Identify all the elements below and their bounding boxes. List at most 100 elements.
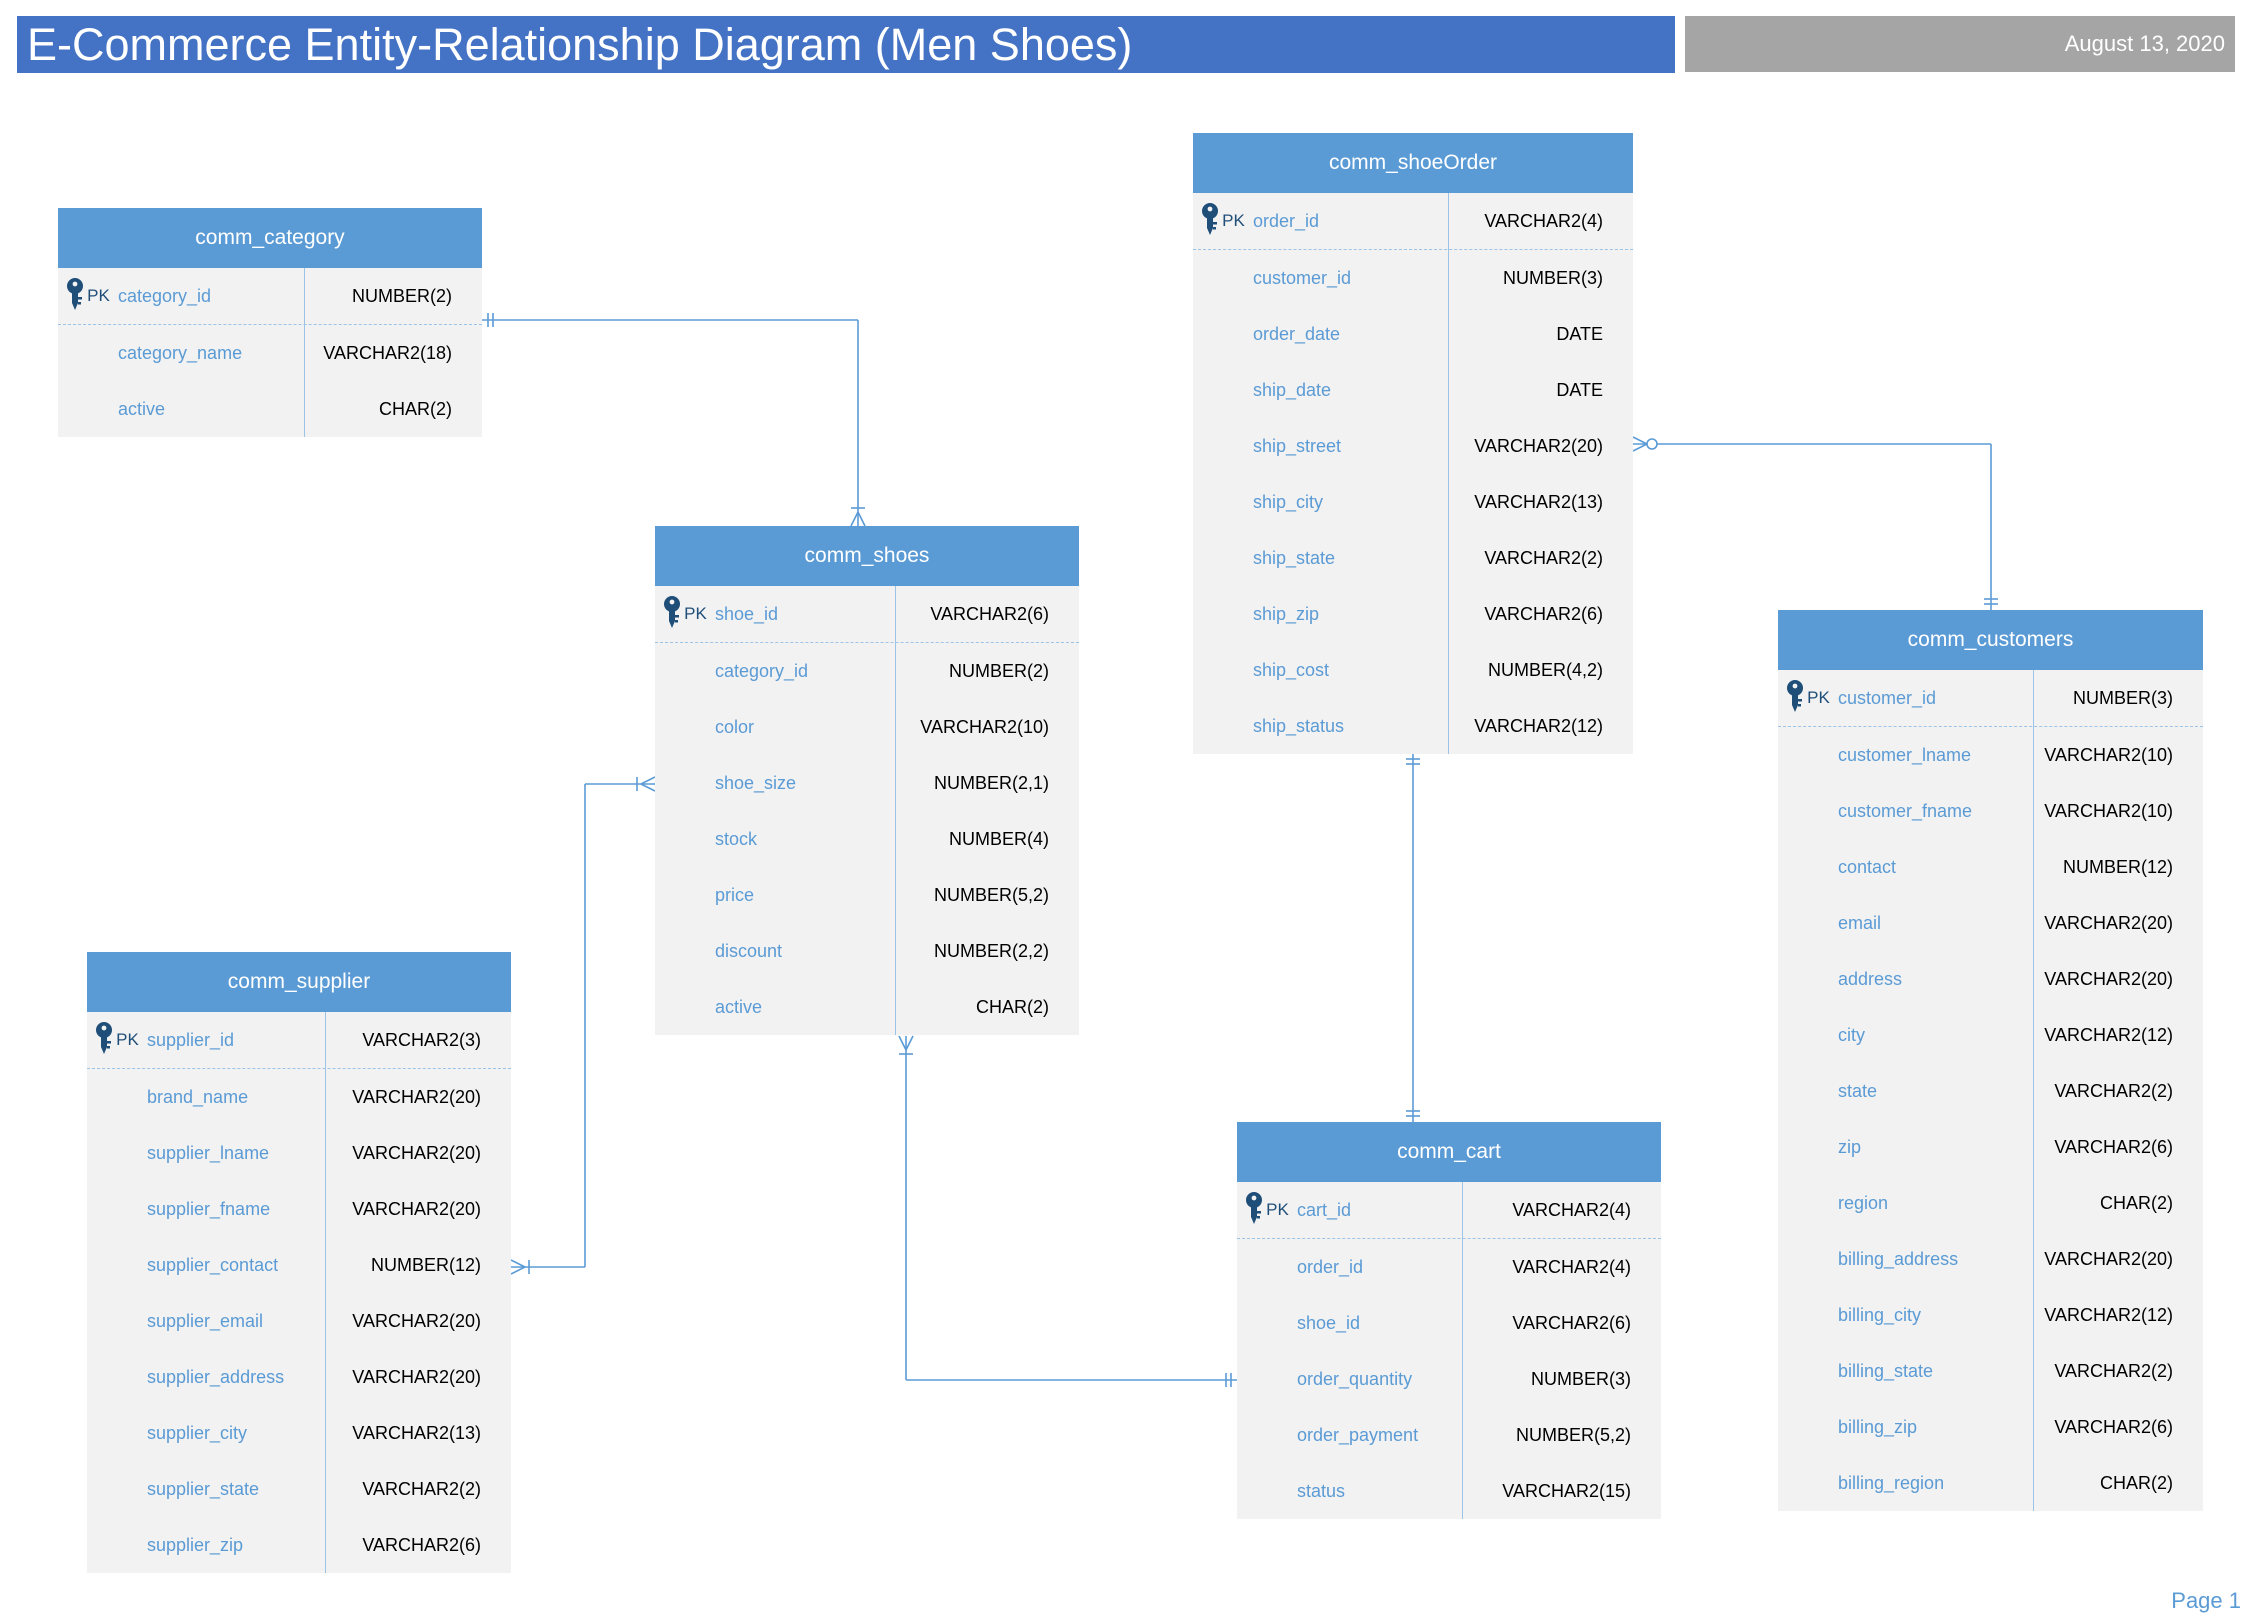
field-type: CHAR(2)	[2099, 1472, 2173, 1493]
primary-key-label: PK	[1266, 1200, 1289, 1219]
column-divider	[325, 1012, 326, 1573]
field-name: supplier_address	[147, 1366, 285, 1387]
field-type: VARCHAR2(20)	[352, 1142, 481, 1163]
entity-field-row[interactable]: customer_id NUMBER(3)	[1193, 250, 1633, 306]
field-type: NUMBER(3)	[1502, 267, 1603, 288]
crowfoot-marker	[857, 511, 866, 527]
entity-field-row[interactable]: shoe_id VARCHAR2(6)	[1237, 1295, 1661, 1351]
field-type: VARCHAR2(20)	[1474, 435, 1603, 456]
entity-header[interactable]: comm_shoes	[655, 526, 1079, 586]
field-type: VARCHAR2(20)	[352, 1086, 481, 1107]
field-name: discount	[715, 940, 783, 961]
crowfoot-marker	[905, 1035, 914, 1051]
key-icon	[66, 277, 84, 316]
field-name: ship_status	[1253, 715, 1345, 736]
entity-header[interactable]: comm_supplier	[87, 952, 511, 1012]
primary-key-label: PK	[684, 604, 707, 623]
entity-header[interactable]: comm_shoeOrder	[1193, 133, 1633, 193]
field-type: VARCHAR2(6)	[1512, 1312, 1631, 1333]
column-divider	[1448, 193, 1449, 754]
key-icon	[1201, 202, 1219, 241]
diagram-date: August 13, 2020	[1685, 16, 2235, 72]
field-name: shoe_size	[715, 772, 797, 793]
entity-header[interactable]: comm_customers	[1778, 610, 2203, 670]
field-name: ship_cost	[1253, 659, 1330, 680]
field-name: supplier_contact	[147, 1254, 279, 1275]
entity-header[interactable]: comm_cart	[1237, 1122, 1661, 1182]
key-icon	[1786, 679, 1804, 718]
entity-field-row[interactable]: supplier_contact NUMBER(12)	[87, 1237, 511, 1293]
field-name: active	[118, 398, 166, 419]
field-type: VARCHAR2(3)	[362, 1029, 481, 1050]
entity-field-row[interactable]: PK shoe_id VARCHAR2(6)	[655, 586, 1079, 643]
field-type: NUMBER(12)	[370, 1254, 481, 1275]
field-type: DATE	[1556, 379, 1603, 400]
entity-header[interactable]: comm_category	[58, 208, 482, 268]
field-type: NUMBER(2)	[351, 285, 452, 306]
crowfoot-marker	[850, 511, 859, 527]
field-name: customer_id	[1253, 267, 1352, 288]
field-name: shoe_id	[1297, 1312, 1361, 1333]
field-type: VARCHAR2(6)	[930, 603, 1049, 624]
field-name: shoe_id	[715, 603, 779, 624]
column-divider	[2033, 670, 2034, 1511]
field-type: VARCHAR2(12)	[2044, 1304, 2173, 1325]
field-name: stock	[715, 828, 758, 849]
field-type: VARCHAR2(4)	[1484, 210, 1603, 231]
